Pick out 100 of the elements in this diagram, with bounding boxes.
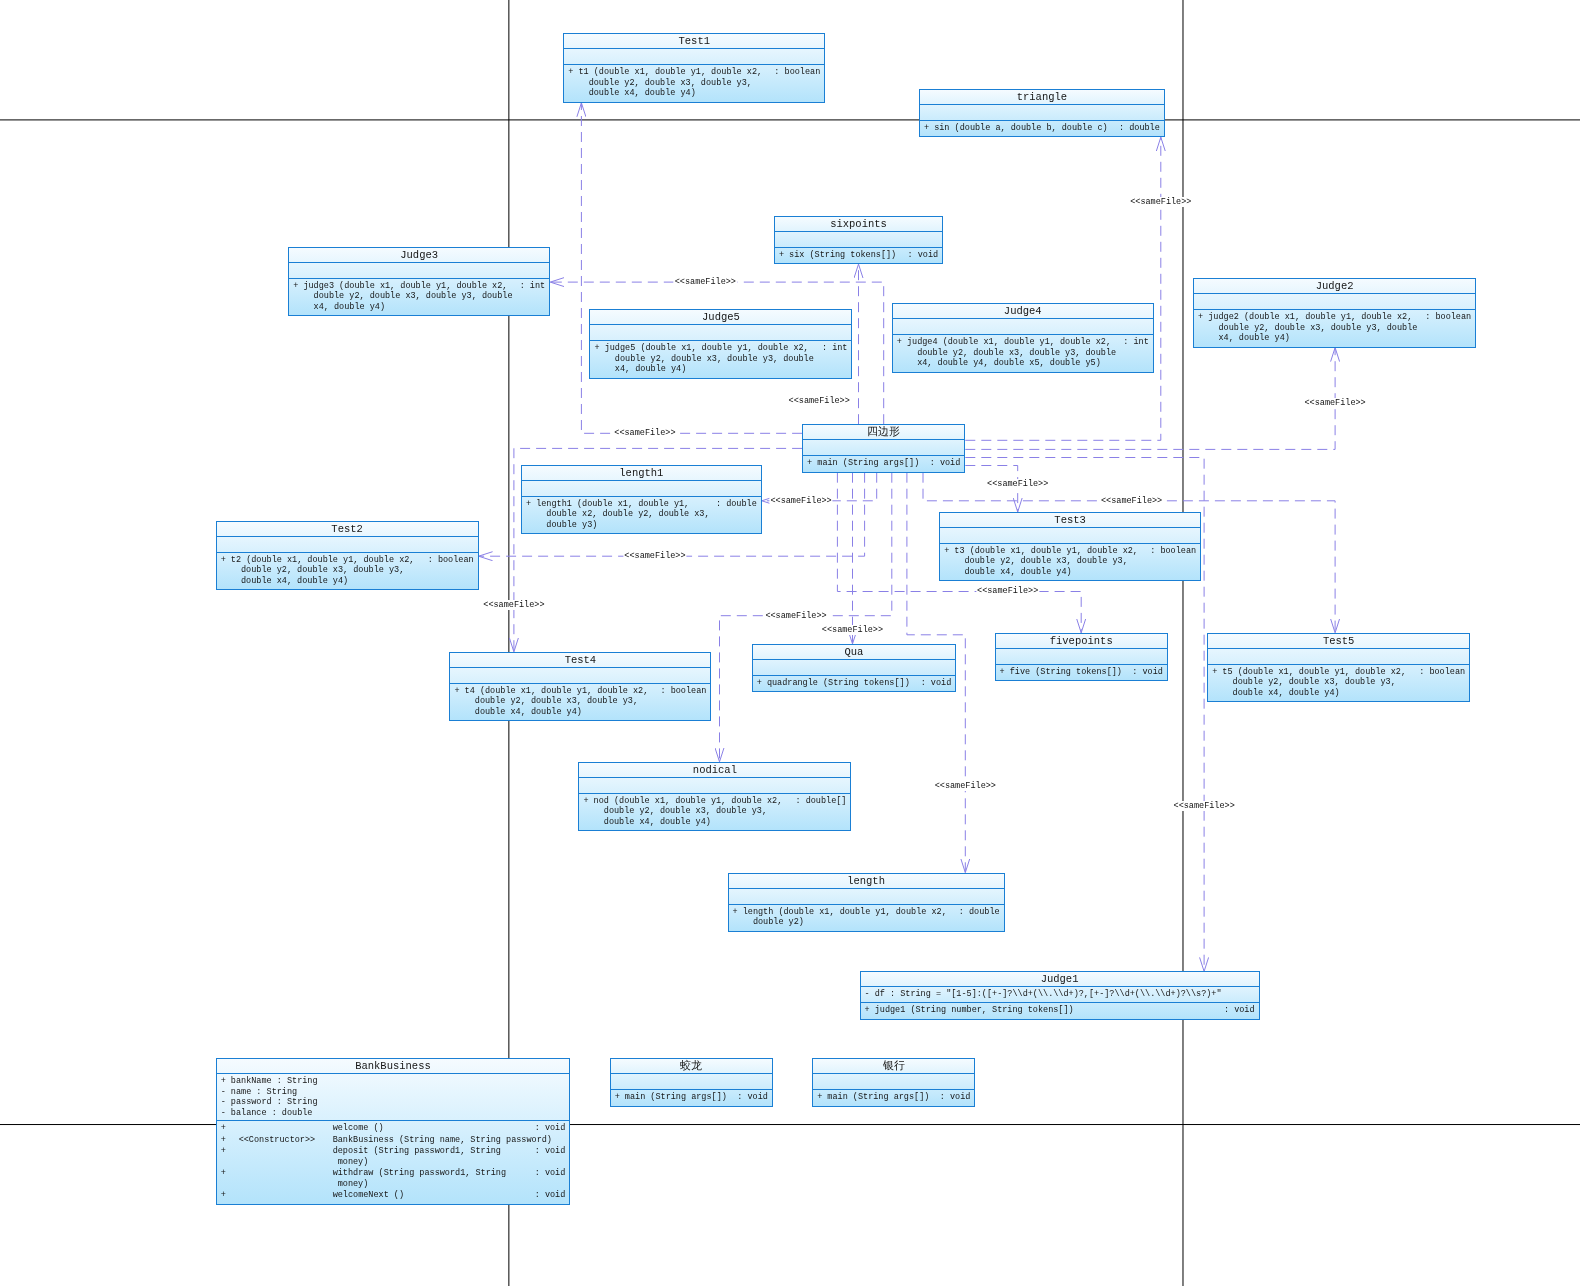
dependency-arrow	[964, 465, 1023, 513]
class-name: Judge2	[1194, 279, 1476, 295]
class-box	[939, 511, 1202, 582]
return-type: : boolean	[1425, 312, 1472, 325]
dependency-arrow	[847, 472, 858, 645]
stereotype: <<Constructor>>	[238, 1134, 317, 1146]
method-signature: + main (String args[])	[817, 1092, 931, 1103]
visibility-marker: +	[220, 1123, 227, 1134]
class-name: 四边形	[803, 425, 965, 441]
return-type: : void	[737, 1092, 768, 1103]
class-name: Test1	[564, 34, 825, 50]
edge-label: <<sameFile>>	[769, 495, 833, 506]
method-signature: + t3 (double x1, double y1, double x2, double y2, double x3, double y3, double x4, double y4)	[944, 545, 1139, 578]
class-box	[609, 1058, 773, 1107]
return-type: : double	[958, 906, 1000, 919]
method-signature: withdraw (String password1, String money)	[332, 1168, 508, 1190]
method-signature: welcomeNext ()	[332, 1190, 406, 1201]
class-box	[891, 303, 1154, 373]
method-signature: + five (String tokens[])	[999, 666, 1123, 678]
return-type: : boolean	[1150, 545, 1197, 558]
dependency-arrow	[964, 347, 1341, 450]
return-type: : int	[1123, 337, 1149, 350]
visibility-marker: +	[220, 1134, 227, 1146]
attribute: - df : String = "[1-5]:([+-]?\\d+(\\.\\d+)?,[+-]?\\d+(\\.\\d+)?\\s?)+"	[864, 989, 1223, 1000]
return-type: : void	[1223, 1005, 1255, 1016]
class-name: Qua	[752, 644, 956, 660]
method-signature: + t4 (double x1, double y1, double x2, double y2, double x3, double y3, double x4, double y4)	[454, 685, 650, 718]
class-box	[727, 872, 1005, 932]
return-type: : void	[920, 677, 952, 689]
return-type: : double	[1119, 122, 1160, 134]
class-name: 银行	[813, 1059, 975, 1075]
method-signature: + main (String args[])	[807, 458, 921, 469]
class-name: sixpoints	[774, 216, 943, 232]
edge-label: <<sameFile>>	[933, 780, 997, 791]
class-name: Judge4	[892, 304, 1153, 320]
return-type: : void	[534, 1123, 566, 1134]
class-box	[812, 1058, 976, 1107]
method-signature: + t2 (double x1, double y1, double x2, double y2, double x3, double y3, double x4, double y4)	[220, 554, 416, 587]
method-signature: + length1 (double x1, double y1, double x2, double y2, double x3, double y3)	[525, 498, 710, 530]
class-box	[1193, 278, 1477, 348]
dependency-arrow	[508, 447, 803, 653]
visibility-marker: +	[220, 1146, 227, 1159]
class-name: Test4	[450, 652, 711, 668]
attribute: + bankName : String	[220, 1076, 319, 1087]
method-signature: + sin (double a, double b, double c)	[923, 122, 1109, 134]
return-type: : void	[534, 1190, 566, 1201]
class-name: length	[728, 873, 1004, 889]
class-name: Test2	[216, 521, 478, 537]
method-signature: + main (String args[])	[614, 1092, 728, 1103]
return-type: : boolean	[427, 554, 474, 567]
class-box	[1207, 632, 1471, 703]
return-type: : void	[534, 1168, 566, 1181]
method-signature: + judge1 (String number, String tokens[])	[864, 1005, 1075, 1016]
class-box	[563, 33, 826, 103]
class-box	[994, 632, 1168, 682]
edge-label: <<sameFile>>	[1129, 196, 1193, 207]
class-name: Judge1	[860, 972, 1259, 988]
dependency-arrow	[922, 472, 1341, 634]
attribute: - balance : double	[220, 1107, 314, 1119]
attribute: - name : String	[220, 1086, 299, 1097]
dependency-arrow	[576, 102, 803, 434]
edge-label: <<sameFile>>	[764, 610, 828, 621]
class-name: Judge5	[590, 310, 852, 326]
class-box	[449, 651, 712, 722]
return-type: : boolean	[1419, 666, 1466, 679]
method-signature: + nod (double x1, double y1, double x2, double y2, double x3, double y3, double x4, double y4)	[583, 795, 784, 828]
edge-label: <<sameFile>>	[986, 478, 1050, 489]
dependency-arrow	[964, 457, 1210, 972]
dependency-arrow	[478, 472, 866, 562]
class-box	[859, 971, 1260, 1020]
return-type: : boolean	[660, 685, 707, 698]
return-type: : int	[821, 343, 848, 356]
class-box	[773, 215, 944, 265]
class-box	[215, 520, 479, 591]
dependency-arrow	[906, 472, 971, 874]
method-signature: + length (double x1, double y1, double x2, double y2)	[732, 906, 948, 928]
class-name: fivepoints	[995, 633, 1167, 649]
return-type: : void	[534, 1146, 566, 1159]
class-box	[578, 761, 852, 832]
edge-label: <<sameFile>>	[1100, 495, 1164, 506]
method-signature: + six (String tokens[])	[778, 249, 898, 261]
class-box	[589, 309, 853, 379]
class-name: nodical	[579, 762, 851, 778]
return-type: : void	[929, 458, 961, 469]
class-box	[288, 246, 551, 317]
method-signature: BankBusiness (String name, String password)	[332, 1134, 553, 1146]
method-signature: welcome ()	[332, 1123, 385, 1134]
return-type: : void	[907, 249, 939, 261]
class-name: Test5	[1208, 633, 1470, 649]
return-type: : void	[939, 1092, 971, 1103]
dependency-arrow	[964, 136, 1166, 441]
visibility-marker: +	[220, 1168, 227, 1181]
class-name: length1	[521, 465, 761, 481]
class-box	[520, 464, 762, 534]
class-name: Test3	[940, 512, 1201, 528]
class-box	[802, 424, 966, 473]
return-type: : double[]	[795, 795, 847, 808]
class-box	[918, 88, 1165, 138]
visibility-marker: +	[220, 1190, 227, 1201]
return-type: : double	[715, 498, 757, 511]
